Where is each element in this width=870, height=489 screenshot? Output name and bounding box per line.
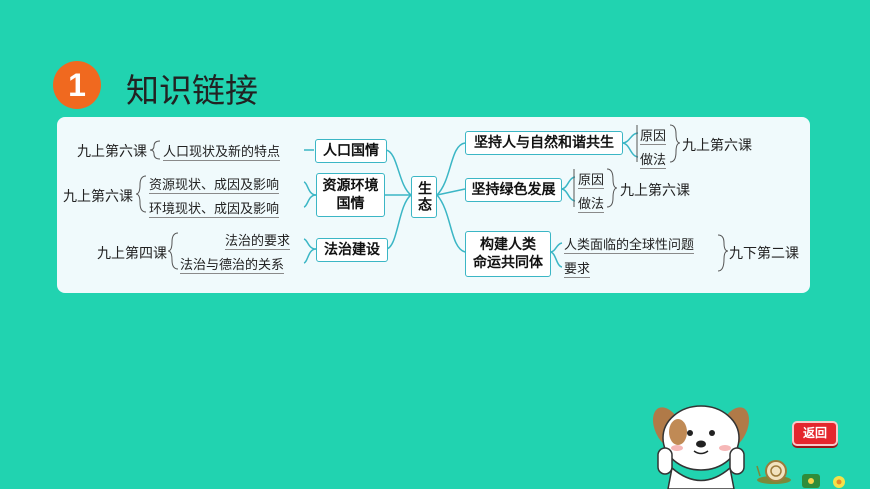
harmony-label: 坚持人与自然和谐共生 [474,135,614,151]
law-detail-2: 法治与德治的关系 [180,254,285,274]
small-green-pot-icon [802,474,820,488]
green-item-2: 做法 [578,193,605,213]
population-label: 人口国情 [323,143,379,159]
harmony-item-2: 做法 [640,149,667,169]
brace-law [167,232,179,270]
brace-population [149,140,161,160]
connector-center-law [385,194,412,250]
brace-green [606,168,618,208]
brace-resources [135,175,147,213]
community-label-line2: 命运共同体 [473,255,543,271]
law-source: 九上第四课 [97,246,167,262]
connector-center-population [385,149,412,196]
harmony-source: 九上第六课 [682,138,752,154]
harmony-node: 坚持人与自然和谐共生 [465,131,623,155]
community-node: 构建人类 命运共同体 [465,231,551,277]
population-detail: 人口现状及新的特点 [163,141,281,161]
harmony-item-1: 原因 [640,125,667,145]
brace-harmony [669,124,681,163]
resources-detail-1: 资源现状、成因及影响 [149,174,280,194]
resources-label-line2: 国情 [336,196,365,212]
green-item-1: 原因 [578,169,605,189]
community-item-2: 要求 [564,258,591,278]
connector-center-community [436,194,466,253]
center-node-ecology: 生态 [411,176,437,218]
population-source: 九上第六课 [77,144,147,160]
resources-label-line1: 资源环境 [322,178,379,194]
resources-node: 资源环境 国情 [316,173,385,217]
rule-of-law-label: 法治建设 [324,242,380,258]
section-number-badge: 1 [53,61,101,109]
small-flower-icon [833,476,845,488]
connector-center-harmony [436,142,466,196]
center-node-text: 生态 [416,181,432,213]
community-source: 九下第二课 [729,246,799,262]
page-title: 知识链接 [126,71,258,110]
green-source: 九上第六课 [620,183,690,199]
resources-detail-2: 环境现状、成因及影响 [149,198,280,218]
return-button[interactable]: 返回 [792,421,838,446]
population-node: 人口国情 [315,139,387,163]
community-item-1: 人类面临的全球性问题 [564,234,695,254]
green-node: 坚持绿色发展 [465,178,562,202]
resources-source: 九上第六课 [63,189,133,205]
green-label: 坚持绿色发展 [471,182,556,198]
rule-of-law-node: 法治建设 [316,238,388,262]
snail-illustration [756,460,791,484]
cartoon-dog-illustration [652,405,750,489]
law-detail-1: 法治的要求 [225,230,291,250]
brace-community [717,234,729,272]
community-label-line1: 构建人类 [480,237,536,253]
connector-center-green [436,188,466,196]
